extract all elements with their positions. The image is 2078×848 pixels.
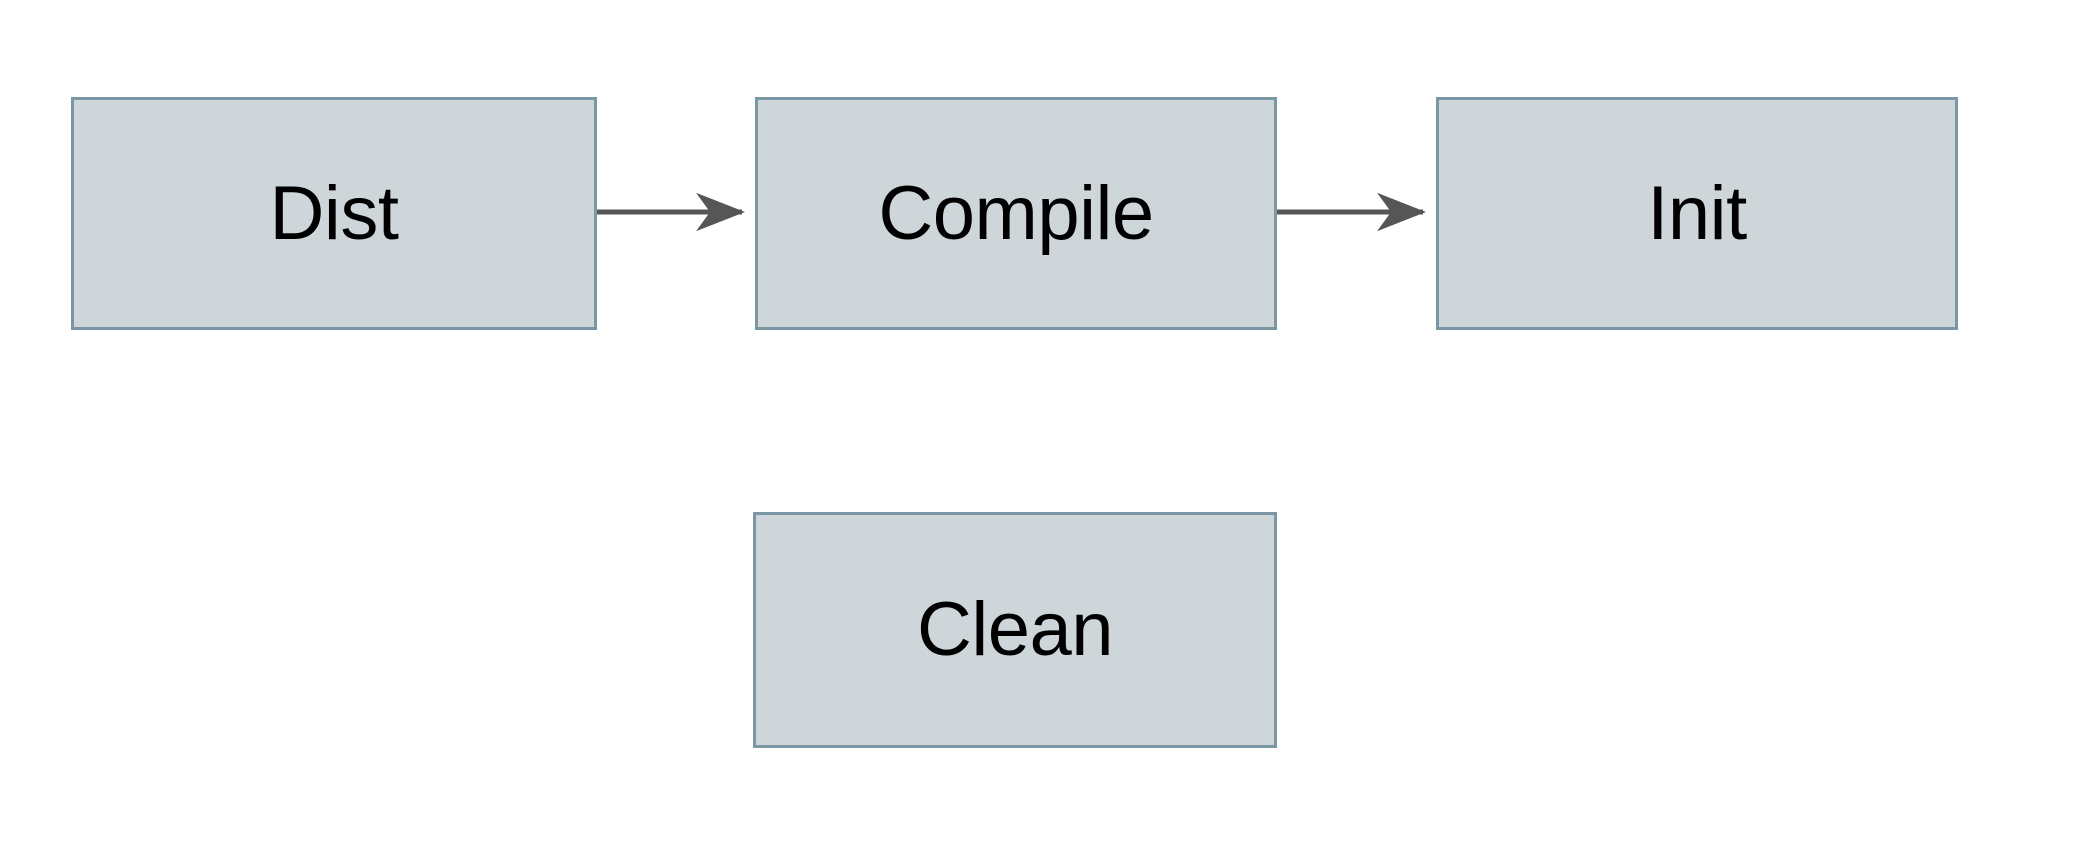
node-compile[interactable]: Compile <box>755 97 1277 330</box>
node-init[interactable]: Init <box>1436 97 1958 330</box>
node-clean-label: Clean <box>916 587 1114 672</box>
node-init-label: Init <box>1647 170 1747 256</box>
node-dist[interactable]: Dist <box>71 97 597 330</box>
node-dist-label: Dist <box>269 170 399 256</box>
node-compile-label: Compile <box>878 170 1154 256</box>
node-clean[interactable]: Clean <box>753 512 1277 748</box>
